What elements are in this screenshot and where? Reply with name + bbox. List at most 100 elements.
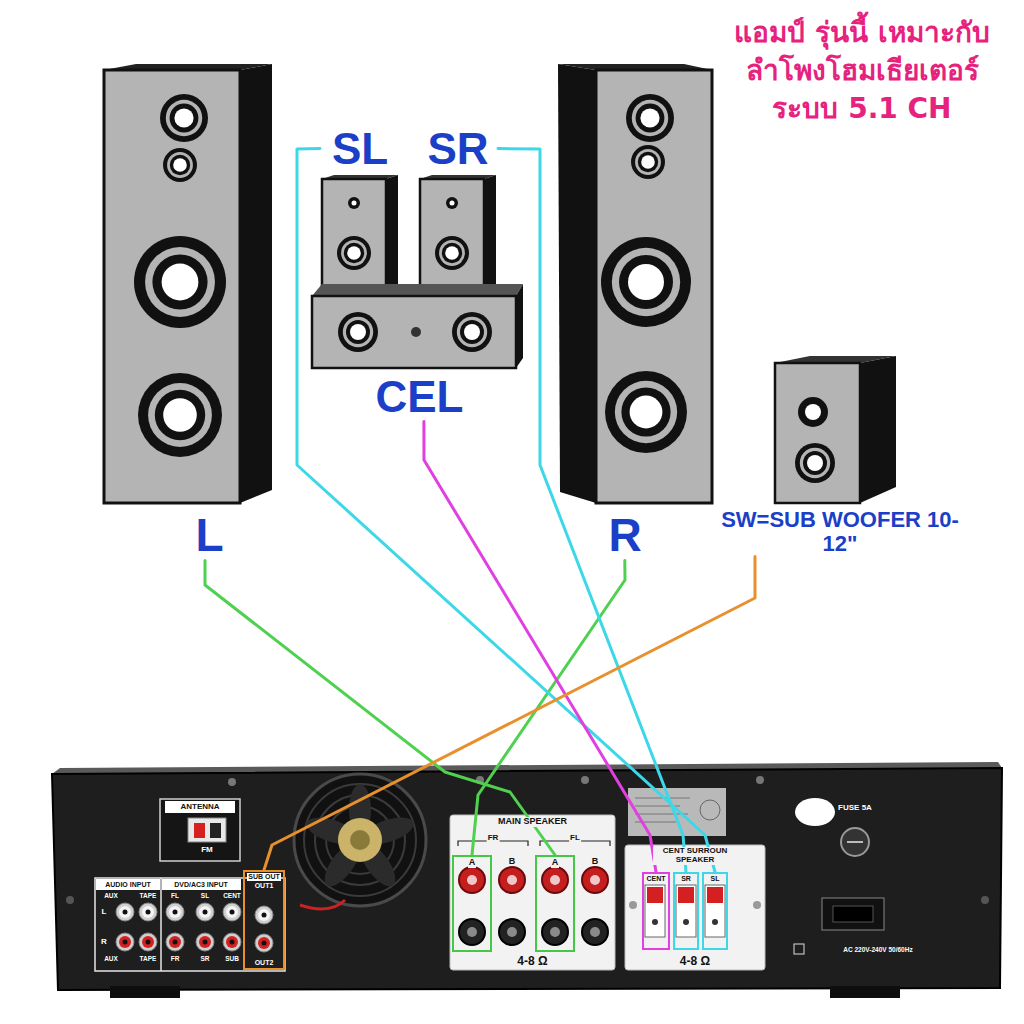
speaker-shape — [635, 149, 661, 175]
speaker-shape — [160, 94, 208, 142]
speaker-shape — [418, 173, 498, 293]
amplifier-chassis — [66, 896, 74, 904]
spring-terminal — [652, 919, 658, 925]
cooling-fan — [294, 774, 426, 906]
antenna-terminal — [160, 799, 240, 861]
speaker-shape — [322, 179, 386, 291]
panel-label: ANTENNA — [179, 803, 220, 811]
antenna-terminal — [165, 801, 235, 813]
speaker-shape — [556, 62, 716, 507]
spring-terminal — [712, 919, 718, 925]
speaker-shape — [350, 324, 366, 340]
speaker-shape — [460, 320, 484, 344]
speaker-shape — [445, 247, 459, 261]
speaker-label: SW=SUB WOOFER 10-12" — [720, 508, 960, 556]
speaker-shape — [615, 381, 677, 443]
panel-label: FM — [201, 846, 213, 854]
speaker-shape — [386, 175, 398, 291]
binding-post — [467, 875, 477, 885]
rca-jack — [203, 910, 208, 915]
speaker-shape — [338, 312, 378, 352]
speaker-label: SL — [332, 125, 388, 173]
amplifier-chassis — [830, 986, 900, 998]
speaker-shape — [803, 451, 827, 475]
panel-label: FUSE 5A — [838, 804, 872, 812]
input-panel — [95, 878, 285, 971]
speaker-shape — [516, 284, 523, 368]
speaker-shape — [337, 236, 371, 270]
speaker-shape — [450, 201, 455, 206]
speaker-shape — [612, 248, 680, 316]
speaker-shape — [601, 237, 691, 327]
speaker-shape — [720, 355, 960, 505]
rca-jack — [258, 909, 270, 921]
power-section — [794, 798, 884, 954]
speaker-shape — [162, 264, 199, 301]
panel-label: L — [102, 908, 107, 916]
speaker-shape — [134, 236, 226, 328]
speaker-shape — [170, 155, 190, 175]
speaker-label: L — [195, 510, 223, 561]
title-block: แอมป์ รุ่นนี้ เหมาะกับ ลำโพงโฮมเธียเตอร์… — [712, 14, 1012, 127]
rca-jack — [223, 903, 241, 921]
binding-post — [582, 919, 608, 945]
speaker-shape — [605, 371, 687, 453]
speaker-shape — [174, 108, 193, 127]
rca-jack — [142, 906, 154, 918]
speaker-shape — [352, 201, 357, 206]
speaker-shape — [163, 398, 197, 432]
rca-jack — [230, 910, 235, 915]
spring-terminal — [678, 887, 694, 903]
terminal-group: A — [452, 855, 492, 952]
panel-label: SUB — [225, 956, 239, 963]
rca-jack — [166, 903, 184, 921]
speaker-shape — [628, 264, 664, 300]
rca-jack — [230, 940, 235, 945]
speaker-shape — [636, 104, 665, 133]
speaker-shape — [155, 390, 205, 440]
binding-post — [582, 867, 608, 893]
panel-label: R — [101, 938, 107, 946]
speaker-terminal: CENT — [642, 872, 670, 950]
cooling-fan — [350, 830, 370, 850]
rca-jack — [173, 910, 178, 915]
speaker-shape — [170, 104, 199, 133]
binding-post — [499, 919, 525, 945]
speaker-shape — [411, 327, 421, 337]
binding-post — [550, 927, 560, 937]
rca-jack — [203, 940, 208, 945]
speaker-shape — [621, 387, 670, 436]
rca-jack — [123, 940, 128, 945]
speaker-shape — [435, 236, 469, 270]
rating-sticker — [628, 788, 726, 836]
panel-label: FL — [569, 834, 581, 842]
binding-post — [507, 927, 517, 937]
speaker-shape — [807, 455, 823, 471]
tower-speaker: R — [556, 62, 716, 561]
binding-post — [459, 919, 485, 945]
rca-jack — [139, 903, 157, 921]
rca-jack — [119, 936, 131, 948]
amplifier-chassis — [228, 778, 236, 786]
title-text: แอมป์ รุ่นนี้ เหมาะกับ ลำโพงโฮมเธียเตอร์… — [712, 14, 1012, 127]
speaker-shape — [464, 324, 480, 340]
surround-speaker-panel — [753, 901, 761, 909]
rca-jack — [199, 936, 211, 948]
surround-speaker: SR — [418, 125, 498, 293]
terminal-group: A — [535, 855, 575, 952]
rca-jack — [223, 933, 241, 951]
speaker-shape — [457, 317, 487, 347]
panel-label: DVD/AC3 INPUT — [173, 881, 229, 888]
terminal-label: A — [551, 858, 560, 868]
speaker-shape — [152, 254, 207, 309]
panel-label: FR — [171, 956, 180, 963]
jack-label: OUT1 — [255, 882, 274, 890]
surround-speaker-panel — [625, 845, 765, 970]
surround-speaker-panel — [625, 845, 765, 970]
speaker-shape — [167, 152, 193, 178]
rca-jack — [116, 903, 134, 921]
rca-jack — [255, 934, 273, 952]
binding-post — [590, 875, 600, 885]
surround-speaker: SL — [320, 125, 400, 293]
